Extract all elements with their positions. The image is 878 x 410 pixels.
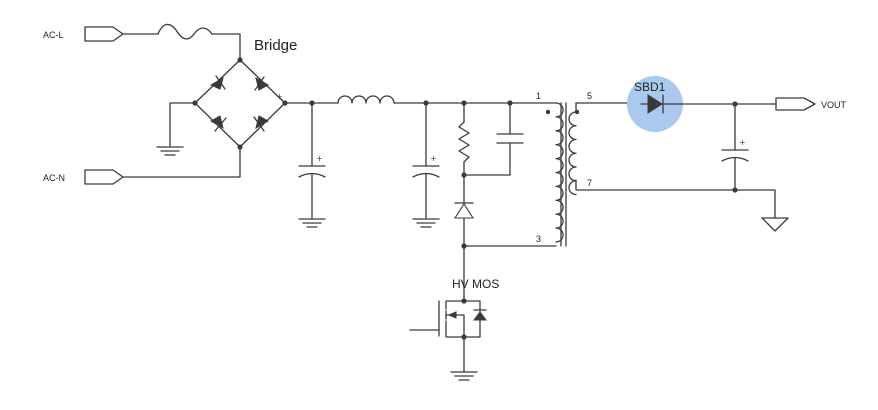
fuse-icon: [157, 23, 213, 40]
bridge-diode-top-right-icon: [254, 76, 270, 91]
svg-text:+: +: [430, 154, 437, 163]
vout-label: VOUT: [821, 100, 847, 110]
ground-triangle-icon: [761, 217, 789, 232]
filter-capacitor: +: [412, 102, 440, 228]
transformer: 3 5 7: [536, 91, 592, 247]
vout-connector-icon: [775, 97, 816, 111]
svg-text:+: +: [739, 138, 746, 147]
ac-l-connector-icon: [84, 26, 124, 42]
transformer-pin-3-label: 3: [536, 234, 541, 244]
primary-winding-icon: [555, 102, 564, 243]
dc-bus: 1: [284, 91, 557, 106]
bridge-diode-bottom-right-icon: [253, 115, 270, 132]
bridge-diode-top-left-icon: [209, 75, 226, 90]
transformer-pin-5-label: 5: [587, 91, 592, 101]
clamp-diode-icon: [453, 202, 475, 219]
ground-icon: [156, 146, 184, 156]
snubber-resistor-icon: [458, 121, 470, 163]
hv-mos-label: HV MOS: [452, 277, 499, 291]
ac-n-input: AC-N: [43, 146, 241, 185]
bridge-outline: [194, 59, 286, 148]
bridge-label: Bridge: [254, 37, 297, 54]
transformer-pin-7-label: 7: [587, 178, 592, 188]
bulk-capacitor: +: [298, 102, 326, 228]
inductor-icon: [337, 95, 395, 104]
ac-l-label: AC-L: [43, 30, 64, 40]
ground-icon: [298, 218, 326, 228]
svg-text:+: +: [316, 154, 323, 163]
ground-icon: [412, 218, 440, 228]
ac-n-label: AC-N: [43, 173, 65, 183]
ground-icon: [450, 371, 478, 381]
secondary-output: SBD1 VOUT +: [575, 76, 847, 232]
secondary-winding-icon: [568, 111, 577, 196]
transformer-pin-1-label: 1: [536, 91, 541, 101]
output-capacitor: +: [721, 103, 749, 191]
bridge-diode-bottom-left-icon: [209, 115, 227, 132]
ac-n-wire: [122, 146, 241, 178]
bridge-ground: [156, 102, 196, 156]
snubber-capacitor-icon: [496, 133, 524, 144]
ac-n-connector-icon: [84, 169, 124, 185]
sbd1-label: SBD1: [634, 80, 666, 94]
bridge-rectifier: +: [192, 59, 288, 150]
ac-l-input: AC-L Bridge: [43, 23, 297, 63]
snubber-network: [453, 102, 524, 249]
hv-mosfet: HV MOS: [409, 245, 499, 381]
fuse-to-bridge-wire: [211, 33, 241, 61]
bridge-plus-label: +: [276, 92, 283, 101]
mosfet-icon: [409, 300, 487, 338]
